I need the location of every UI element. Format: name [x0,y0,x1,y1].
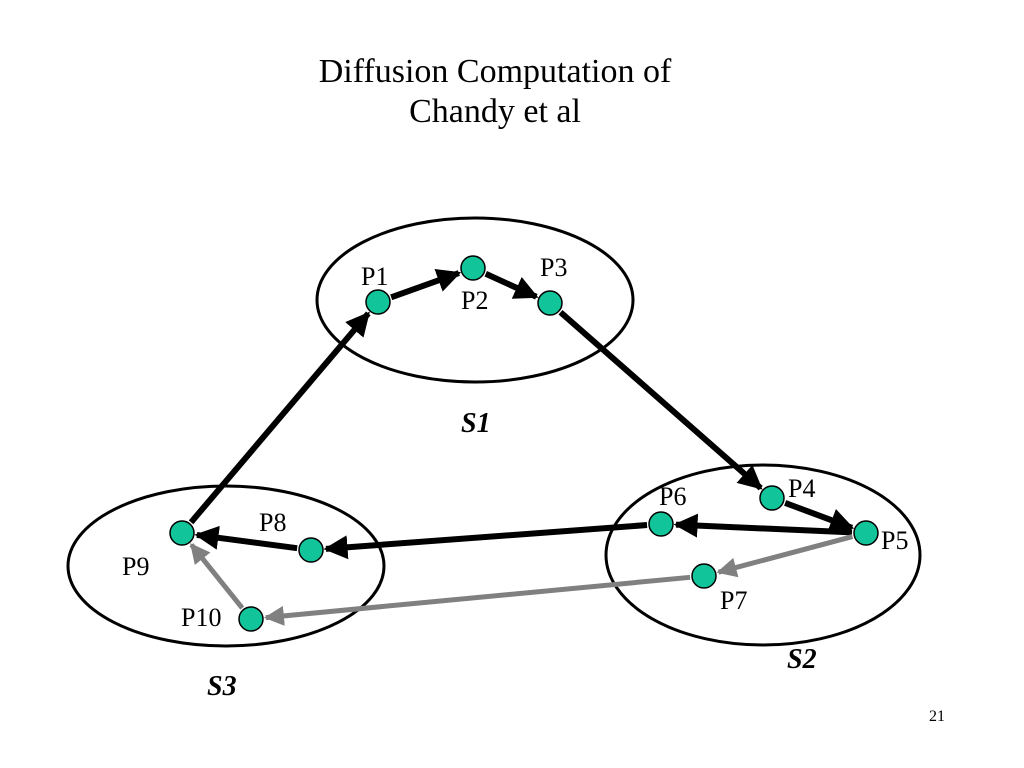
node-p8 [298,537,324,563]
node-p10 [238,606,264,632]
set-s2-ellipse [604,463,922,647]
edge-p7-to-p10 [263,574,691,626]
node-p6 [648,511,674,537]
label-p1: P1 [361,262,388,291]
set-s3-ellipse [66,484,386,648]
node-p3 [537,290,563,316]
label-p9: P9 [122,552,149,581]
node-p2 [460,255,486,281]
edges [188,269,855,626]
node-p9 [169,520,195,546]
label-p8: P8 [259,508,286,537]
page-number: 21 [929,708,945,725]
label-p10: P10 [181,603,221,632]
edge-p1-to-p2 [390,269,462,301]
set-label-s2: S2 [787,644,817,675]
edge-p10-to-p9 [189,543,245,610]
label-p7: P7 [720,586,747,615]
node-p1 [365,289,391,315]
label-p5: P5 [881,526,908,555]
slide-title-line-2: Chandy et al [409,93,581,130]
label-p3: P3 [540,253,567,282]
edge-p2-to-p3 [484,271,539,300]
label-p4: P4 [788,474,815,503]
slide-title: Diffusion Computation of Chandy et al [0,52,990,132]
nodes [169,255,879,632]
slide-title-line-1: Diffusion Computation of [318,53,672,90]
label-p6: P6 [659,482,686,511]
edge-p5-to-p7 [716,534,854,578]
set-s1-ellipse [315,216,635,384]
node-p7 [691,563,717,589]
node-p5 [853,520,879,546]
edge-p6-to-p8 [323,522,648,560]
edge-p9-to-p1 [188,311,371,525]
edge-p3-to-p4 [558,309,763,491]
edge-p4-to-p5 [784,500,855,532]
edge-p8-to-p9 [194,525,298,552]
set-label-s1: S1 [461,408,491,439]
set-label-s3: S3 [207,671,237,702]
edge-p5-to-p6 [673,513,853,538]
label-p2: P2 [461,286,488,315]
node-p4 [759,485,785,511]
